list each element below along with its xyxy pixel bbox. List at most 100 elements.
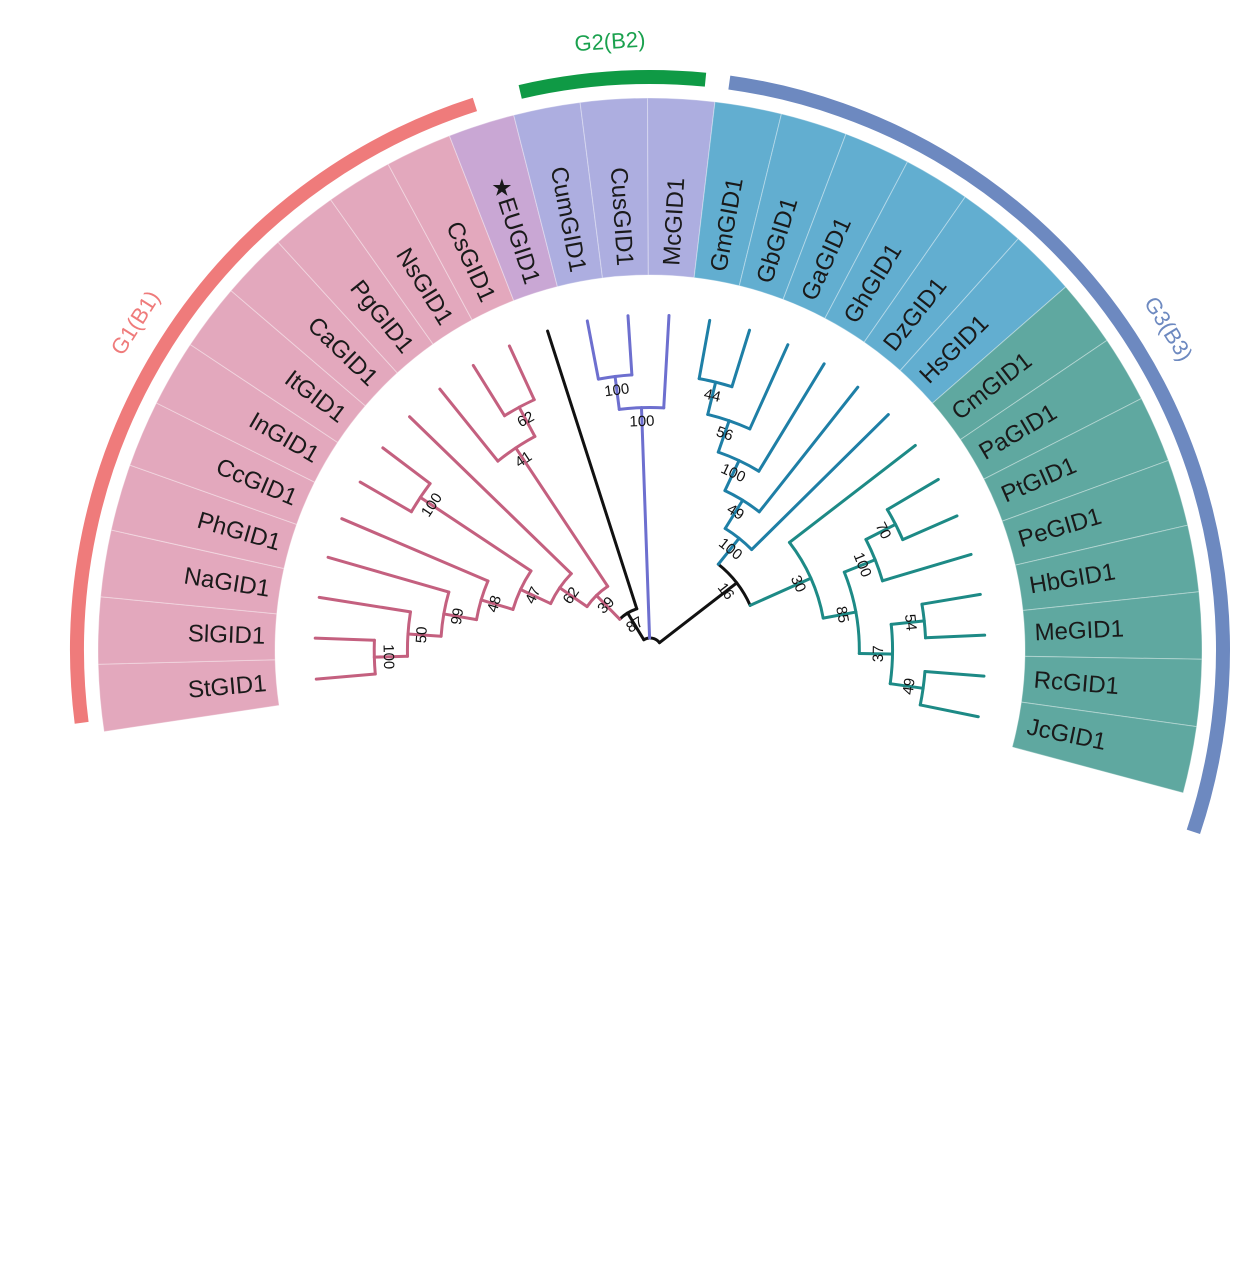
branch-radial-26 <box>918 703 980 719</box>
branch-radial-0 <box>626 611 646 642</box>
branch-radial-19 <box>730 328 752 389</box>
bootstrap-value: 30 <box>787 573 809 595</box>
bootstrap-value: 41 <box>512 448 535 471</box>
clade-band-cusgid1 <box>579 97 649 279</box>
bootstrap-value: 100 <box>379 644 397 669</box>
clade-band-jcgid1 <box>1011 701 1198 794</box>
branch-radial-16 <box>723 459 741 493</box>
branch-radial-4 <box>479 598 515 611</box>
branch-arc-24 <box>888 622 895 686</box>
branch-radial-3 <box>408 415 573 576</box>
branch-radial-5 <box>358 480 413 514</box>
clade-bands <box>97 97 1203 794</box>
branch-radial-19 <box>697 318 712 381</box>
branch-radial-10 <box>517 405 537 438</box>
branch-radial-16 <box>757 385 860 514</box>
branch-radial-5 <box>381 446 432 486</box>
branch-radial-22 <box>880 552 973 583</box>
branch-radial-15 <box>723 498 745 531</box>
clade-band-eugid1 <box>448 114 559 302</box>
tree-branches <box>313 314 987 719</box>
branch-radial-26 <box>923 670 986 678</box>
branch-radial-8 <box>372 654 410 659</box>
clade-band-gagid1 <box>782 133 909 319</box>
branch-radial-22 <box>864 522 897 541</box>
branch-radial-3 <box>519 587 553 606</box>
clade-band-cagid1 <box>230 241 399 407</box>
group-ring-g3 <box>728 75 1230 835</box>
bootstrap-value: 62 <box>560 584 583 607</box>
clade-band-hbgid1 <box>1014 524 1200 612</box>
clade-band-stgid1 <box>97 659 280 733</box>
branch-radial-8 <box>317 595 412 614</box>
bootstrap-value: 54 <box>901 613 920 631</box>
branch-radial-23 <box>885 477 940 512</box>
clade-band-itgid1 <box>189 289 367 444</box>
group-ring-g1 <box>70 97 478 724</box>
branch-radial-12 <box>613 374 621 411</box>
group-label-g2: G2(B2) <box>574 27 646 57</box>
branch-radial-2 <box>514 446 610 588</box>
branch-radial-0 <box>657 581 739 645</box>
clade-band-dzgid1 <box>863 196 1019 372</box>
branch-radial-12 <box>662 314 671 410</box>
group-rings <box>70 70 1230 835</box>
branch-radial-25 <box>920 592 982 606</box>
branch-radial-6 <box>340 517 490 583</box>
bootstrap-value: 62 <box>514 408 537 431</box>
bootstrap-value: 85 <box>832 605 852 624</box>
clade-band-cumgid1 <box>513 101 604 288</box>
branch-radial-23 <box>901 514 959 542</box>
clade-band-hsgid1 <box>899 238 1067 405</box>
branch-arc-21 <box>842 570 861 656</box>
bootstrap-value: 49 <box>900 677 919 696</box>
branch-radial-10 <box>438 387 500 463</box>
branch-radial-7 <box>326 555 451 594</box>
branch-radial-21 <box>857 652 895 656</box>
branch-radial-13 <box>585 319 600 381</box>
branch-radial-11 <box>507 344 536 402</box>
branch-radial-1 <box>594 593 622 621</box>
branch-radial-17 <box>757 362 826 473</box>
branch-arc-9 <box>372 638 377 676</box>
bootstrap-value: 47 <box>522 584 544 606</box>
clade-band-rcgid1 <box>1020 655 1203 728</box>
branch-radial-14 <box>748 576 813 607</box>
bootstrap-value: 100 <box>603 380 630 400</box>
branch-radial-18 <box>748 343 790 431</box>
bootstrap-value: 56 <box>714 423 735 445</box>
clade-band-phgid1 <box>110 464 298 570</box>
bootstrap-value: 48 <box>484 594 505 615</box>
branch-radial-15 <box>750 413 890 552</box>
branch-radial-17 <box>716 419 731 454</box>
bootstrap-value: 50 <box>413 626 431 644</box>
branch-arc-0 <box>642 636 661 645</box>
clade-band-ptgid1 <box>983 397 1170 522</box>
branch-radial-21 <box>842 558 877 574</box>
branch-radial-0 <box>639 406 652 640</box>
branch-arc-14 <box>716 562 752 607</box>
branch-radial-6 <box>442 612 479 622</box>
bootstrap-value: 100 <box>629 413 655 431</box>
bootstrap-value: 44 <box>702 386 722 406</box>
branch-radial-9 <box>314 672 377 681</box>
bootstrap-value: 37 <box>870 645 887 662</box>
branch-radial-2 <box>558 586 589 609</box>
branch-radial-1 <box>546 329 639 611</box>
branch-radial-11 <box>471 363 507 418</box>
branch-radial-13 <box>626 314 634 377</box>
branch-radial-7 <box>406 632 443 638</box>
bootstrap-value: 16 <box>714 580 738 604</box>
branch-radial-14 <box>716 536 741 566</box>
bootstrap-value: 49 <box>724 501 747 524</box>
group-ring-g2 <box>518 70 707 99</box>
clade-band-nsgid1 <box>329 163 473 345</box>
clade-band-megid1 <box>1022 591 1203 660</box>
branch-radial-9 <box>313 636 376 642</box>
branch-radial-24 <box>889 619 926 626</box>
bootstrap-value: 100 <box>850 550 875 580</box>
clade-band-cmgid1 <box>931 286 1108 441</box>
branch-radial-18 <box>706 380 718 416</box>
